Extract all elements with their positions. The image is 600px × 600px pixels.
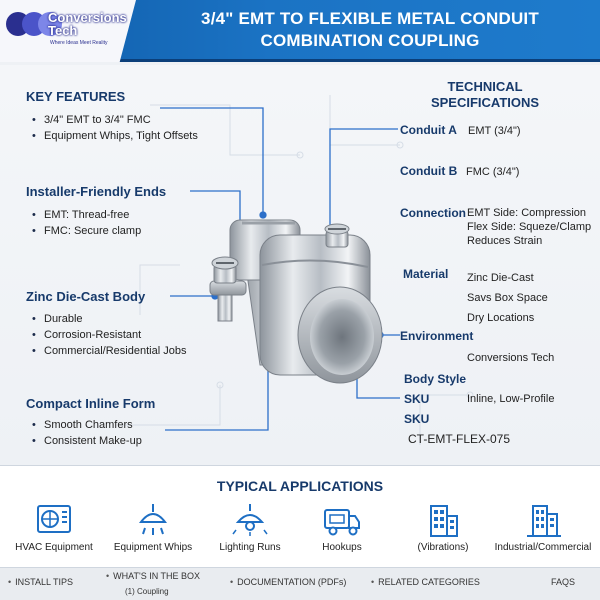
application-item: Lighting Runs — [200, 502, 300, 562]
material-value-line: Zinc Die-Cast — [467, 272, 534, 284]
nav-label: INSTALL TIPS — [15, 577, 74, 587]
list-item: Consistent Make-up — [32, 433, 142, 449]
list-item: FMC: Secure clamp — [32, 223, 141, 239]
list-item: Equipment Whips, Tight Offsets — [32, 128, 198, 144]
application-item: Hookups — [292, 502, 392, 562]
nav-whats-in-the-box[interactable]: •WHAT'S IN THE BOX — [106, 571, 200, 581]
application-label: Hookups — [322, 542, 362, 553]
conduit-a-label: Conduit A — [400, 123, 457, 137]
application-label: Equipment Whips — [113, 542, 193, 553]
product-overview: KEY FEATURES 3/4" EMT to 3/4" FMC Equipm… — [0, 65, 600, 465]
installer-friendly-list: EMT: Thread-free FMC: Secure clamp — [32, 207, 141, 239]
connection-value-line: Reduces Strain — [467, 235, 543, 247]
truck-icon — [324, 509, 360, 536]
key-features-heading: KEY FEATURES — [26, 89, 126, 104]
sku-label: SKU — [404, 392, 430, 406]
environment-value: Conversions Tech — [467, 352, 555, 364]
connection-label: Connection — [400, 206, 466, 220]
environment-label: Environment — [400, 329, 474, 343]
bullet-icon: • — [8, 577, 12, 587]
sku-label-2: SKU — [404, 412, 430, 426]
page-title-line2: COMBINATION COUPLING — [260, 31, 480, 50]
list-item: Durable — [32, 311, 186, 327]
installer-friendly-heading: Installer-Friendly Ends — [26, 184, 167, 199]
pendant-light-icon — [232, 504, 268, 536]
building-icon — [430, 505, 458, 537]
list-item: EMT: Thread-free — [32, 207, 141, 223]
application-item: Equipment Whips — [103, 502, 203, 562]
brand-name: Conversions Tech — [48, 10, 127, 38]
key-features-list: 3/4" EMT to 3/4" FMC Equipment Whips, Ti… — [32, 112, 198, 144]
sku-value: CT-EMT-FLEX-075 — [408, 432, 511, 446]
list-item: 3/4" EMT to 3/4" FMC — [32, 112, 198, 128]
conduit-b-label: Conduit B — [400, 164, 458, 178]
nav-install-tips[interactable]: •INSTALL TIPS — [8, 577, 73, 587]
nav-label: RELATED CATEGORIES — [378, 577, 480, 587]
body-style-value: Inline, Low-Profile — [467, 393, 555, 405]
specs-title-line1: TECHNICAL — [447, 79, 523, 94]
application-item: (Vibrations) — [393, 502, 493, 562]
nav-faqs[interactable]: FAQS — [551, 577, 575, 587]
application-item: HVAC Equipment — [4, 502, 104, 562]
brand-tagline: Where Ideas Meet Reality — [50, 40, 108, 46]
logo-circles-icon — [6, 12, 70, 38]
nav-whats-in-the-box-sub: (1) Coupling — [125, 587, 169, 596]
nav-label: FAQS — [551, 577, 576, 587]
nav-documentation[interactable]: •DOCUMENTATION (PDFs) — [230, 577, 346, 587]
nav-label: WHAT'S IN THE BOX — [113, 571, 201, 581]
hvac-unit-icon — [37, 505, 71, 533]
compact-form-list: Smooth Chamfers Consistent Make-up — [32, 417, 142, 449]
brand-logo[interactable]: Conversions Tech Where Ideas Meet Realit… — [0, 0, 136, 62]
header-banner: Conversions Tech Where Ideas Meet Realit… — [0, 0, 600, 62]
material-value-line: Savs Box Space — [467, 292, 548, 304]
zinc-body-list: Durable Corrosion-Resistant Commercial/R… — [32, 311, 186, 359]
nav-label: DOCUMENTATION (PDFs) — [237, 577, 347, 587]
bottom-nav: •INSTALL TIPS •WHAT'S IN THE BOX (1) Cou… — [0, 567, 600, 600]
factory-building-icon — [527, 505, 561, 537]
body-style-label: Body Style — [404, 372, 467, 386]
application-label: Lighting Runs — [219, 542, 281, 553]
compact-form-heading: Compact Inline Form — [26, 396, 156, 411]
conduit-a-value: EMT (3/4") — [468, 125, 521, 137]
application-label: HVAC Equipment — [15, 542, 93, 553]
bullet-icon: • — [106, 571, 110, 581]
coupling-product-image — [209, 219, 383, 384]
connection-value-line: Flex Side: Squeze/Clamp — [467, 221, 592, 233]
connection-value: EMT Side: Compression Flex Side: Squeze/… — [467, 206, 591, 248]
page-title-line1: 3/4" EMT TO FLEXIBLE METAL CONDUIT — [201, 9, 539, 28]
typical-applications: TYPICAL APPLICATIONS HVAC Equipment Equi… — [0, 465, 600, 567]
application-label: Industrial/Commercial — [494, 542, 592, 553]
list-item: Smooth Chamfers — [32, 417, 142, 433]
conduit-b-value: FMC (3/4") — [466, 166, 520, 178]
specs-title-line2: SPECIFICATIONS — [430, 95, 540, 110]
list-item: Corrosion-Resistant — [32, 327, 186, 343]
applications-heading: TYPICAL APPLICATIONS — [216, 478, 384, 494]
application-item: Industrial/Commercial — [493, 502, 593, 562]
whip-light-icon — [138, 504, 168, 535]
list-item: Commercial/Residential Jobs — [32, 343, 186, 359]
material-value: Zinc Die-Cast Savs Box Space Dry Locatio… — [467, 268, 548, 328]
technical-specs-heading: TECHNICAL SPECIFICATIONS — [400, 79, 570, 111]
page-title: 3/4" EMT TO FLEXIBLE METAL CONDUIT COMBI… — [150, 8, 590, 52]
connection-value-line: EMT Side: Compression — [467, 207, 587, 219]
zinc-body-heading: Zinc Die-Cast Body — [26, 289, 146, 304]
material-value-line: Dry Locations — [467, 312, 535, 324]
bullet-icon: • — [371, 577, 375, 587]
bullet-icon: • — [230, 577, 234, 587]
nav-related-categories[interactable]: •RELATED CATEGORIES — [371, 577, 480, 587]
application-label: (Vibrations) — [417, 542, 469, 553]
material-label: Material — [403, 267, 449, 281]
